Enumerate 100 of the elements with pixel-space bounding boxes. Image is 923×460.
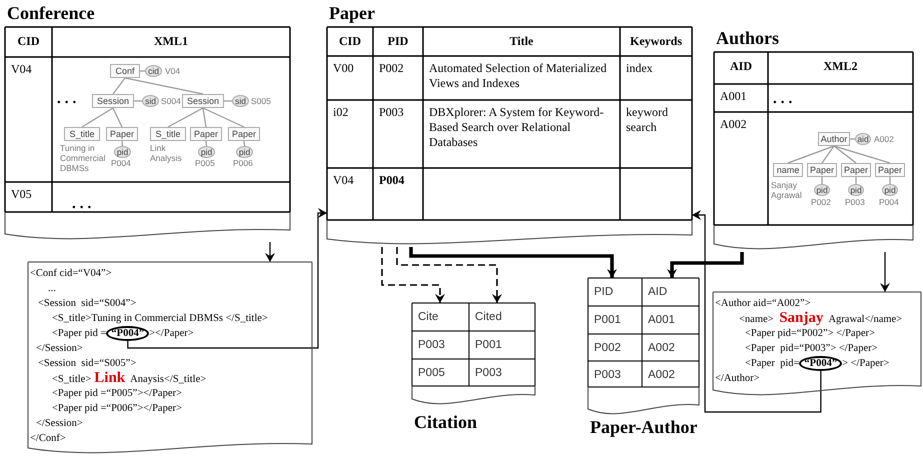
tree-line: [124, 77, 204, 95]
tree-line: [134, 100, 142, 102]
table-title: Paper: [329, 2, 375, 24]
code-line: <Session sid=“S004”>: [38, 297, 136, 311]
element-node: Conf: [110, 64, 140, 78]
code-line: <Paper pid=“P002”> </Paper>: [745, 327, 875, 341]
column-header: XML1: [154, 34, 188, 49]
ellipsis-mark: ...: [72, 197, 96, 212]
cell-value: DBXplorer: A System for Keyword-Based Search over Relational Databases: [429, 105, 605, 150]
tree-line: [822, 146, 834, 164]
element-node: Paper: [106, 127, 138, 141]
column-header: Title: [510, 34, 534, 49]
cell-value: P004: [379, 173, 404, 188]
tree-line: [788, 145, 834, 164]
tree-line: [834, 146, 856, 164]
cell-value: P003: [379, 105, 404, 120]
element-node: Paper: [875, 163, 905, 177]
table-title: Paper-Author: [590, 416, 698, 438]
dashed-arrow: [381, 247, 445, 303]
table-title: Citation: [414, 411, 477, 433]
value-label: A002: [874, 134, 894, 144]
value-label: P004: [879, 197, 899, 207]
code-line: <Paper pid =“P006”></Paper>: [52, 402, 182, 416]
cell-value: P001: [475, 338, 502, 353]
code-line: <name> Sanjay Agrawal</name>: [739, 311, 902, 326]
attribute-node: cid: [145, 65, 162, 77]
value-label: P002: [811, 197, 831, 207]
code-line: <Author aid=“A002”>: [715, 297, 811, 311]
tree-line: [112, 78, 126, 94]
cell-value: P005: [418, 366, 445, 381]
code-line: </Conf>: [30, 432, 66, 446]
arrow: [692, 210, 822, 413]
cell-value: A002: [648, 341, 675, 356]
cell-value: Cited: [475, 310, 502, 325]
code-line: <Paper pid =: [52, 327, 106, 341]
table-title: Conference: [7, 2, 95, 24]
element-node: Session: [92, 94, 134, 108]
cell-value: i02: [333, 105, 348, 120]
attribute-node: aid: [855, 133, 871, 145]
table-title: Authors: [716, 27, 780, 49]
tree-line: [168, 107, 204, 128]
cell-value: P002: [594, 341, 621, 356]
column-header: Keywords: [630, 34, 682, 49]
cell-value: keyword search: [626, 105, 669, 135]
value-label: S005: [251, 96, 271, 106]
cell-value: V04: [11, 62, 32, 77]
arrow: [667, 252, 744, 278]
ellipsis-mark: ...: [773, 92, 796, 107]
cell-value: Cite: [418, 310, 438, 325]
cell-value: PID: [594, 285, 614, 300]
code-line: ...: [48, 282, 56, 296]
cell-value: A002: [720, 117, 747, 132]
attribute-node: pid: [198, 146, 215, 158]
attribute-node: pid: [814, 184, 830, 196]
tree-line: [205, 140, 208, 146]
cell-value: P002: [379, 61, 404, 76]
attribute-node: pid: [236, 146, 253, 158]
code-line: <S_title>Tuning in Commercial DBMSs </S_title>: [52, 312, 268, 326]
attribute-node: sid: [142, 95, 159, 107]
attribute-node: pid: [882, 184, 898, 196]
element-node: Paper: [190, 127, 222, 141]
value-label: P003: [845, 197, 865, 207]
column-header: AID: [730, 59, 752, 74]
code-line: <Paper pid=: [745, 357, 800, 371]
cell-value: Automated Selection of Materialized Views and Indexes: [429, 61, 608, 91]
tree-line: [202, 107, 244, 128]
arrow: [127, 208, 327, 349]
value-label: P004: [111, 158, 131, 168]
value-label: S004: [161, 96, 181, 106]
value-label: P005: [195, 158, 215, 168]
element-node: Author: [818, 132, 850, 146]
cell-value: P003: [594, 368, 621, 383]
code-line: > </Paper>: [842, 357, 890, 371]
cell-value: A001: [720, 89, 747, 104]
tree-line: [889, 177, 891, 184]
value-label: Sanjay Agrawal: [771, 180, 803, 200]
value-label: Link Analysis: [150, 143, 183, 163]
cell-value: AID: [648, 285, 668, 300]
tree-line: [834, 145, 890, 164]
code-line: ></Paper>: [149, 327, 194, 341]
code-line: </Author>: [715, 372, 760, 386]
attribute-node: pid: [848, 184, 864, 196]
value-label: P006: [233, 158, 253, 168]
cell-value: V05: [11, 187, 32, 202]
tree-line: [243, 140, 246, 146]
code-line: <S_title>Link Anaysis</S_title>: [52, 371, 206, 386]
tree-line: [121, 140, 124, 146]
attribute-node: sid: [232, 95, 249, 107]
column-header: XML2: [824, 59, 858, 74]
column-header: CID: [18, 34, 40, 49]
tree-line: [224, 100, 232, 102]
tree-line: [202, 108, 207, 128]
element-node: name: [773, 163, 803, 177]
code-line: <Paper pid =“P005”></Paper>: [52, 387, 182, 401]
code-line: </Session>: [36, 417, 83, 431]
highlight-ellipse: “P004”: [106, 326, 150, 341]
ellipsis-mark: ...: [57, 92, 80, 107]
cell-value: P001: [594, 313, 621, 328]
column-header: CID: [339, 34, 361, 49]
cell-value: P003: [418, 338, 445, 353]
